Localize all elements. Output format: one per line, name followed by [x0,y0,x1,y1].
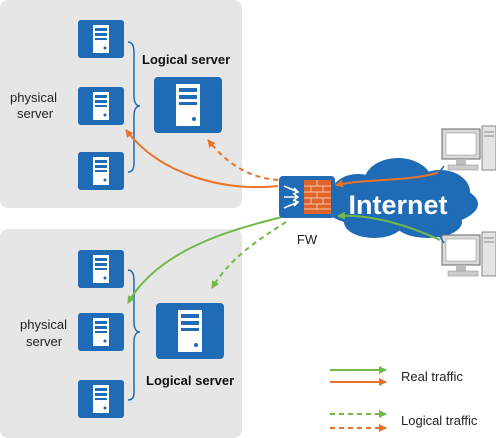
physical-server-label-line2: server [26,334,63,349]
internet-label: Internet [348,190,447,220]
desktop-pc-icon [441,125,496,171]
real-traffic-arrow [127,216,283,304]
physical-server-icon [78,250,124,288]
inbound-real-traffic-arrow [337,211,441,241]
legend: Real traffic Logical traffic [330,366,478,432]
physical-server-icon [78,313,124,351]
legend-logical-traffic-label: Logical traffic [401,413,478,428]
logical-server-label: Logical server [146,373,234,388]
physical-server-icon [78,380,124,418]
logical-server-label: Logical server [142,52,230,67]
firewall-label: FW [297,232,318,247]
firewall-icon [279,176,335,218]
physical-server-label-line1: physical [10,90,57,105]
physical-server-icon [78,87,124,125]
inbound-real-traffic-arrow [335,171,441,188]
logical-server-icon [156,303,224,359]
desktop-pc-icon [441,231,496,277]
server-group-bracket [127,41,141,173]
physical-server-label-line1: physical [20,317,67,332]
connection-line [432,225,445,244]
legend-real-traffic-label: Real traffic [401,369,463,384]
physical-server-icon [78,20,124,58]
physical-server-icon [78,152,124,190]
logical-server-icon [154,77,222,133]
logical-traffic-arrow [211,221,287,289]
physical-server-label-line2: server [17,106,54,121]
connection-line [432,165,445,182]
server-group-bracket [127,269,141,401]
logical-traffic-arrow [207,139,279,181]
real-traffic-arrow [125,129,279,189]
